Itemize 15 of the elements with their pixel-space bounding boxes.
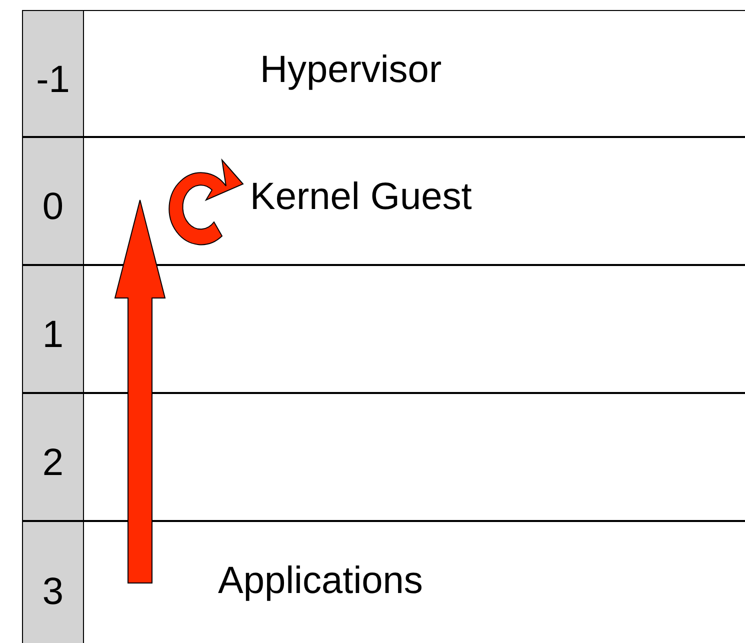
ring-number-cell [22, 137, 84, 265]
ring-level-band [84, 10, 745, 137]
ring-number-cell [22, 521, 84, 643]
ring-number: 2 [41, 444, 65, 482]
ring-label: Kernel Guest [250, 178, 472, 216]
block-arrow [114, 200, 166, 584]
ring-number: 1 [41, 316, 65, 354]
ring-number-cell [22, 10, 84, 137]
ring-number: -1 [35, 60, 71, 98]
ring-number: 0 [41, 188, 65, 226]
ring-number: 3 [41, 573, 65, 611]
ring-label: Hypervisor [260, 51, 442, 89]
ring-label: Applications [218, 562, 423, 600]
ring-number-cell [22, 265, 84, 393]
ring-number-cell [22, 393, 84, 521]
